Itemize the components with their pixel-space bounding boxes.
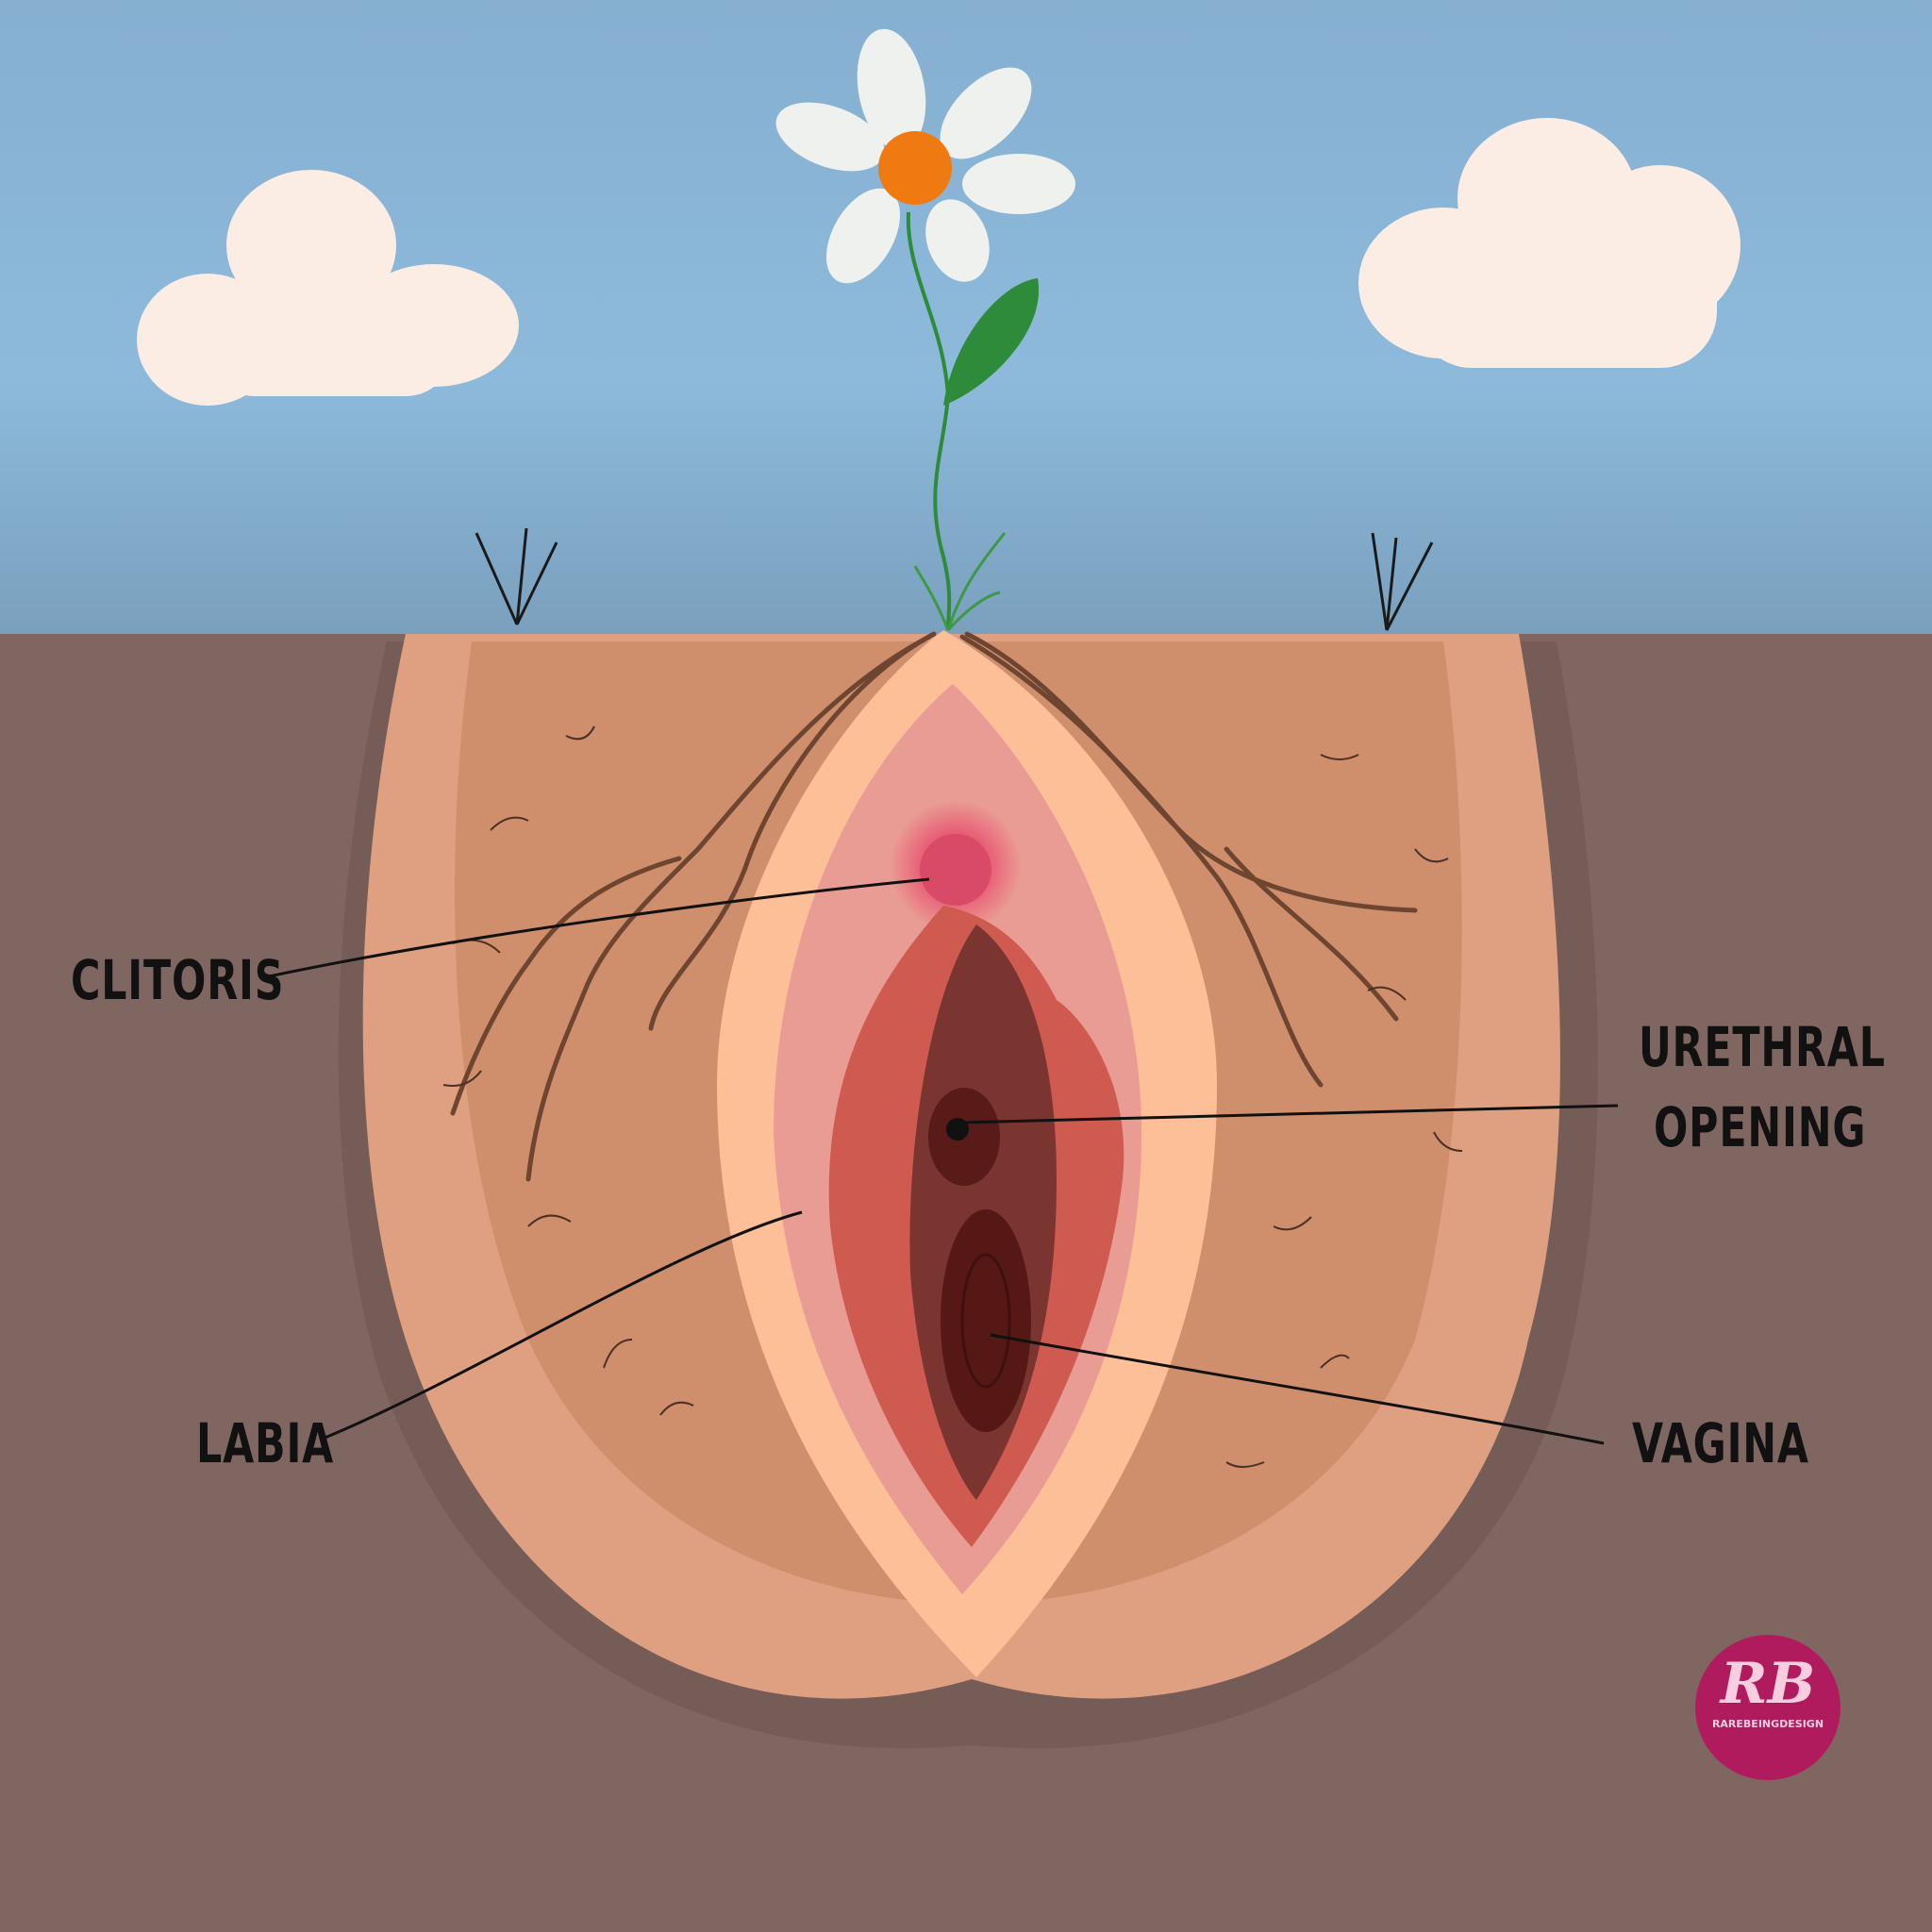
- label-urethral-line1: URETHRAL: [1639, 1015, 1886, 1079]
- logo-name: RAREBEINGDESIGN: [1711, 1718, 1824, 1730]
- grass-tufts: [475, 527, 1434, 631]
- logo-mark: RB: [1720, 1651, 1816, 1717]
- clitoris: [920, 834, 991, 906]
- label-clitoris: CLITORIS: [71, 948, 285, 1012]
- clitoris-leader: [268, 877, 930, 978]
- roots: [450, 631, 1418, 1182]
- urethral-leader: [959, 1104, 1619, 1124]
- leader-lines: [268, 877, 1619, 1445]
- hair-strokes: [442, 725, 1463, 1468]
- cloud-left: [137, 170, 519, 406]
- vaginal-ring: [960, 1253, 1011, 1389]
- label-urethral-line2: OPENING: [1654, 1095, 1867, 1159]
- flower: [775, 28, 1075, 631]
- cloud-right: [1358, 118, 1740, 368]
- flower-center: [878, 131, 952, 205]
- vaginal-opening: [941, 1209, 1031, 1432]
- label-vagina: VAGINA: [1632, 1411, 1809, 1475]
- grass-blades: [913, 532, 1007, 631]
- flower-leaf: [943, 278, 1040, 406]
- brand-logo: RB RAREBEINGDESIGN: [1695, 1635, 1840, 1780]
- vagina-leader: [990, 1333, 1605, 1445]
- flower-stem: [906, 211, 952, 631]
- labia-leader: [322, 1210, 803, 1441]
- label-labia: LABIA: [196, 1411, 335, 1475]
